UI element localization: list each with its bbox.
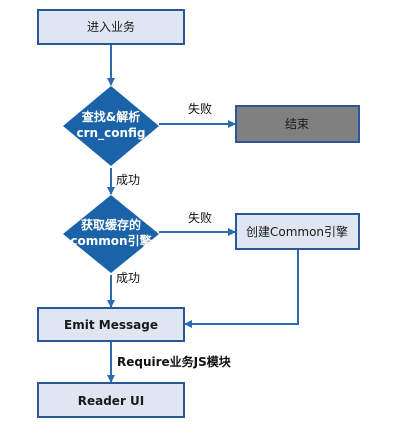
node-start: 进入业务: [37, 9, 185, 45]
node-start-label: 进入业务: [87, 19, 135, 34]
node-end-label: 结束: [285, 117, 309, 131]
edge-label-cache-fail: 失败: [188, 210, 212, 225]
node-end: 结束: [235, 105, 360, 143]
node-emit-message: Emit Message: [37, 307, 185, 342]
edge-label-config-fail: 失败: [188, 101, 212, 116]
node-decision-cache: 获取缓存的 common引擎: [63, 195, 159, 273]
edge-create-to-emit: [184, 250, 299, 328]
decision-cache-line1: 获取缓存的: [80, 217, 141, 232]
node-create-common: 创建Common引擎: [235, 213, 360, 250]
node-create-common-label: 创建Common引擎: [246, 224, 348, 239]
decision-config-line1: 查找&解析: [81, 109, 140, 124]
edge-label-require-module: Require业务JS模块: [117, 354, 232, 369]
decision-config-line2: crn_config: [77, 126, 146, 141]
node-reader-ui: Reader UI: [37, 382, 185, 418]
edge-label-config-success: 成功: [116, 173, 140, 187]
node-decision-config: 查找&解析 crn_config: [63, 86, 159, 166]
node-emit-message-label: Emit Message: [64, 318, 158, 332]
decision-cache-line2: common引擎: [70, 233, 151, 248]
edge-label-cache-success: 成功: [116, 271, 140, 285]
node-reader-ui-label: Reader UI: [78, 394, 145, 408]
